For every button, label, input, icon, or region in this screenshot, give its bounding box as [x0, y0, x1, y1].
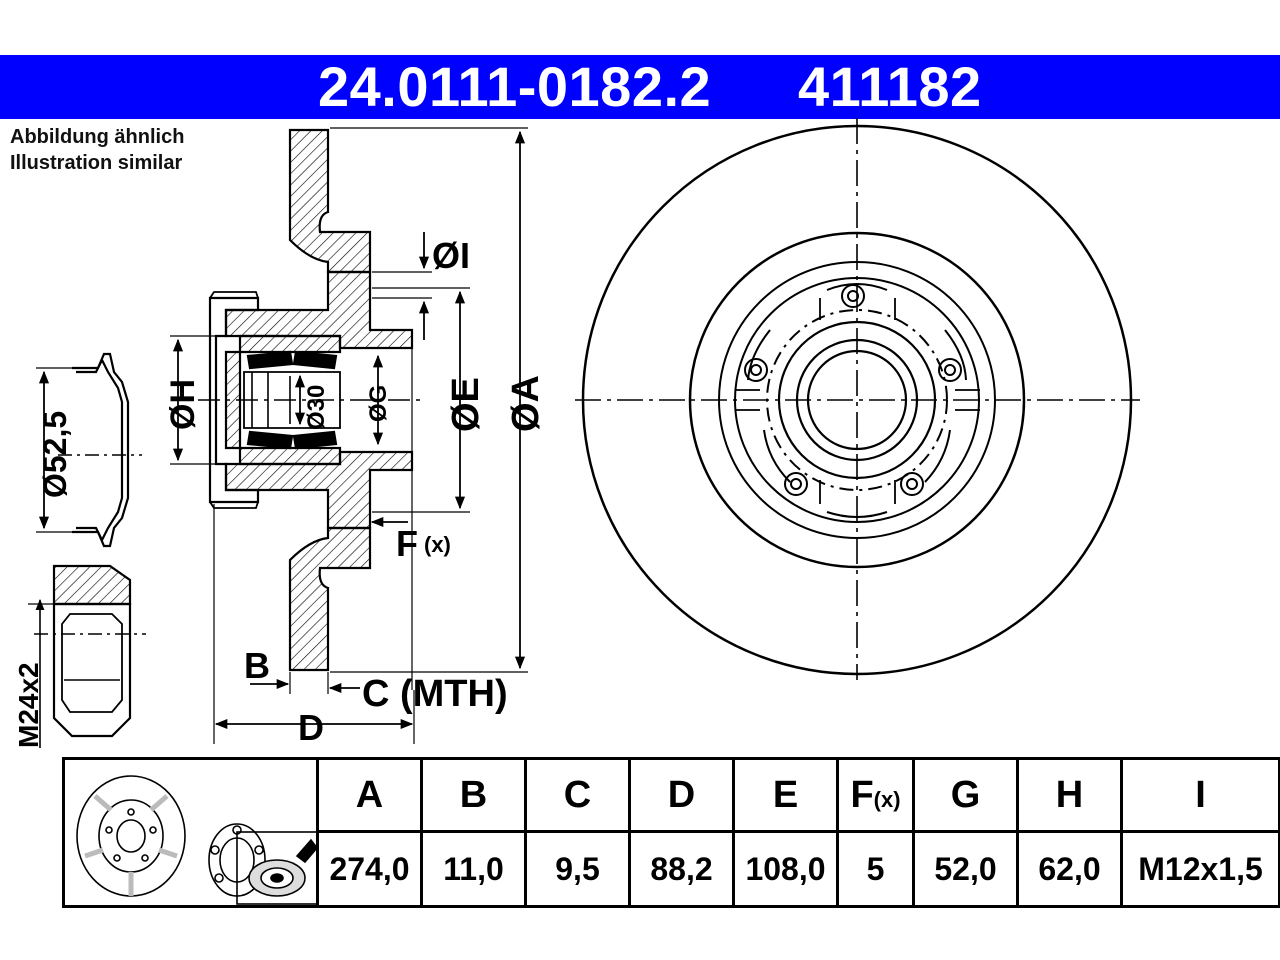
value-b: 11,0 [420, 830, 527, 908]
label-d: D [298, 707, 324, 748]
label-thread: M24x2 [13, 662, 44, 748]
label-dia-g: ØG [365, 385, 392, 422]
header-f-main: F [850, 773, 874, 816]
title-banner: 24.0111-0182.2 411182 [0, 55, 1280, 119]
label-c-mth: C (MTH) [362, 673, 508, 715]
label-dia-a: ØA [505, 375, 547, 432]
label-dia-e: ØE [445, 377, 487, 432]
value-g: 52,0 [912, 830, 1019, 908]
value-c: 9,5 [524, 830, 631, 908]
friction-ring-inner-edge [688, 231, 1026, 569]
header-h: H [1016, 757, 1123, 833]
header-f: F(x) [836, 757, 915, 833]
center-lines-front [575, 118, 1140, 680]
label-dia-52-5: Ø52,5 [37, 411, 73, 498]
label-dia-i: ØI [432, 235, 470, 276]
header-e: E [732, 757, 839, 833]
dust-cap-drawing [36, 352, 142, 548]
sensor-ring-icon [236, 831, 319, 905]
header-a: A [316, 757, 423, 833]
value-d: 88,2 [628, 830, 735, 908]
label-dia-h: ØH [164, 379, 202, 430]
table-value-row: 274,0 11,0 9,5 88,2 108,0 5 52,0 62,0 M1… [64, 830, 1280, 908]
label-f-sub: (x) [424, 532, 451, 557]
value-e: 108,0 [732, 830, 839, 908]
header-i: I [1120, 757, 1280, 833]
dimension-lines [170, 127, 528, 744]
spec-table: A B C D E F(x) G H I 274,0 11,0 9,5 88,2… [62, 757, 1280, 908]
note-english: Illustration similar [10, 152, 183, 174]
value-h: 62,0 [1016, 830, 1123, 908]
header-g: G [912, 757, 1019, 833]
label-b: B [244, 645, 270, 686]
reference-number: 411182 [798, 55, 982, 118]
label-dia-30: Ø30 [303, 385, 330, 430]
wheel-bolt-holes [744, 284, 962, 496]
header-b: B [420, 757, 527, 833]
header-c: C [524, 757, 631, 833]
technical-drawing: ØI ØE ØA ØH Ø30 ØG F (x) B C (MTH) D Ø52… [13, 118, 1140, 748]
header-d: D [628, 757, 735, 833]
label-f: F [396, 523, 418, 564]
value-a: 274,0 [316, 830, 423, 908]
axle-nut-drawing [28, 564, 146, 748]
note-german: Abbildung ähnlich [10, 126, 185, 148]
hub-flange-edge [734, 277, 980, 523]
product-icons-cell [62, 757, 319, 908]
value-i: M12x1,5 [1120, 830, 1280, 908]
table-header-row: A B C D E F(x) G H I [62, 757, 1280, 908]
bearing-bore-outer [795, 338, 919, 462]
part-number: 24.0111-0182.2 [318, 55, 712, 118]
brake-disc-icon [76, 775, 186, 897]
illustration-note: Abbildung ähnlich Illustration similar [10, 124, 184, 176]
value-f: 5 [836, 830, 915, 908]
header-f-sub: (x) [873, 786, 901, 812]
